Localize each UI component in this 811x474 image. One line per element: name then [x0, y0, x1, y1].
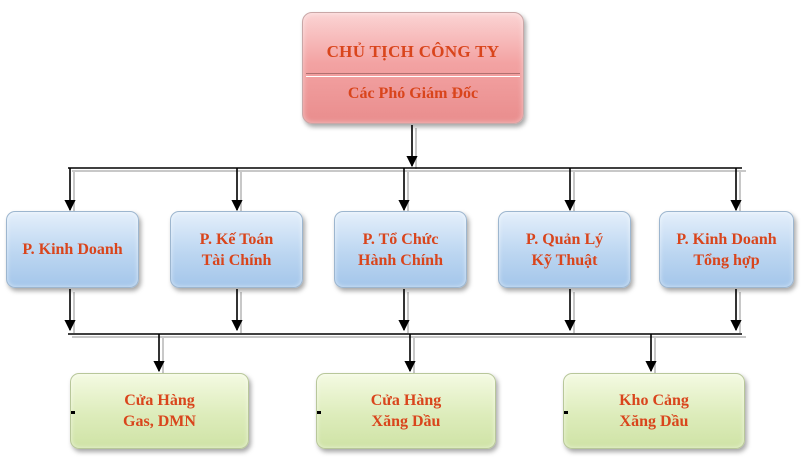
node-store-depot: Kho Cảng Xăng Dầu — [563, 373, 745, 449]
dept-label-line2: Hành Chính — [358, 251, 443, 269]
store-label-line2: Xăng Dầu — [619, 413, 689, 430]
node-dept-general-business: P. Kinh Doanh Tổng hợp — [659, 211, 794, 288]
node-dept-sales: P. Kinh Doanh — [6, 211, 139, 288]
dept-label-line1: P. Tổ Chức — [362, 230, 439, 248]
store-label-line1: Cửa Hàng — [124, 392, 195, 409]
dept-label-line1: P. Kế Toán — [199, 230, 274, 248]
node-store-fuel: Cửa Hàng Xăng Dầu — [316, 373, 496, 449]
node-dept-technical: P. Quản Lý Kỹ Thuật — [498, 211, 631, 288]
node-store-gas: Cửa Hàng Gas, DMN — [70, 373, 249, 449]
store-tick-mark — [564, 411, 568, 414]
chairman-divider — [306, 73, 520, 77]
store-label-line2: Gas, DMN — [123, 413, 196, 430]
node-dept-administration: P. Tổ Chức Hành Chính — [334, 211, 467, 288]
store-label-line1: Kho Cảng — [619, 392, 689, 409]
dept-label-line1: P. Kinh Doanh — [676, 230, 777, 248]
dept-label-line2: Tổng hợp — [693, 251, 760, 269]
vice-directors-label: Các Phó Giám Đốc — [347, 85, 479, 102]
node-chairman: CHỦ TỊCH CÔNG TY Các Phó Giám Đốc — [302, 12, 524, 124]
store-label-line1: Cửa Hàng — [370, 392, 442, 409]
chairman-title: CHỦ TỊCH CÔNG TY — [326, 42, 500, 61]
dept-label-line2: Tài Chính — [201, 251, 272, 269]
dept-label-line1: P. Kinh Doanh — [22, 241, 123, 258]
node-dept-accounting: P. Kế Toán Tài Chính — [170, 211, 303, 288]
store-tick-mark — [71, 411, 75, 414]
store-tick-mark — [317, 411, 321, 414]
dept-label-line1: P. Quản Lý — [525, 230, 604, 248]
dept-label-line2: Kỹ Thuật — [531, 251, 598, 269]
store-label-line2: Xăng Dầu — [371, 413, 441, 430]
